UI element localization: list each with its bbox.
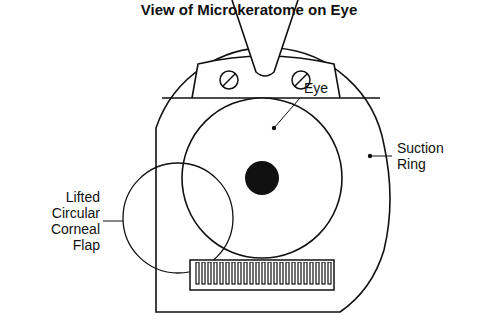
rack-tooth	[316, 262, 319, 284]
suction-ring	[156, 48, 390, 312]
corneal-flap	[123, 163, 233, 273]
screw	[220, 71, 310, 89]
leader-line	[370, 156, 392, 157]
rack-tooth	[310, 262, 313, 284]
rack-tooth	[250, 262, 253, 284]
rack-tooth	[232, 262, 235, 284]
leader-dot	[368, 154, 372, 158]
rack-tooth	[256, 262, 259, 284]
rack-tooth	[238, 262, 241, 284]
rack-tooth	[280, 262, 283, 284]
rack-tooth	[274, 262, 277, 284]
rack-tooth	[196, 262, 199, 284]
part-label: Lifted Circular Corneal Flap	[36, 189, 100, 253]
diagram-title: View of Microkeratome on Eye	[0, 2, 498, 18]
pupil	[245, 161, 279, 195]
rack-tooth	[214, 262, 217, 284]
rack-tooth	[328, 262, 331, 284]
rack-tooth	[202, 262, 205, 284]
rack-tooth	[226, 262, 229, 284]
rack-tooth	[268, 262, 271, 284]
gear-rack	[190, 260, 334, 290]
eye	[182, 98, 342, 258]
rack-tooth	[298, 262, 301, 284]
leader-line	[103, 221, 123, 222]
rack-tooth	[262, 262, 265, 284]
part-label: Suction Ring	[397, 140, 453, 172]
rack-tooth	[208, 262, 211, 284]
leader-dot	[272, 126, 276, 130]
rack-tooth	[292, 262, 295, 284]
leader-line	[274, 98, 300, 128]
rack-tooth	[244, 262, 247, 284]
rack-tooth	[286, 262, 289, 284]
rack-tooth	[220, 262, 223, 284]
rack-teeth	[196, 262, 331, 284]
part-label: Eye	[304, 80, 384, 96]
rack-tooth	[304, 262, 307, 284]
rack-tooth	[322, 262, 325, 284]
